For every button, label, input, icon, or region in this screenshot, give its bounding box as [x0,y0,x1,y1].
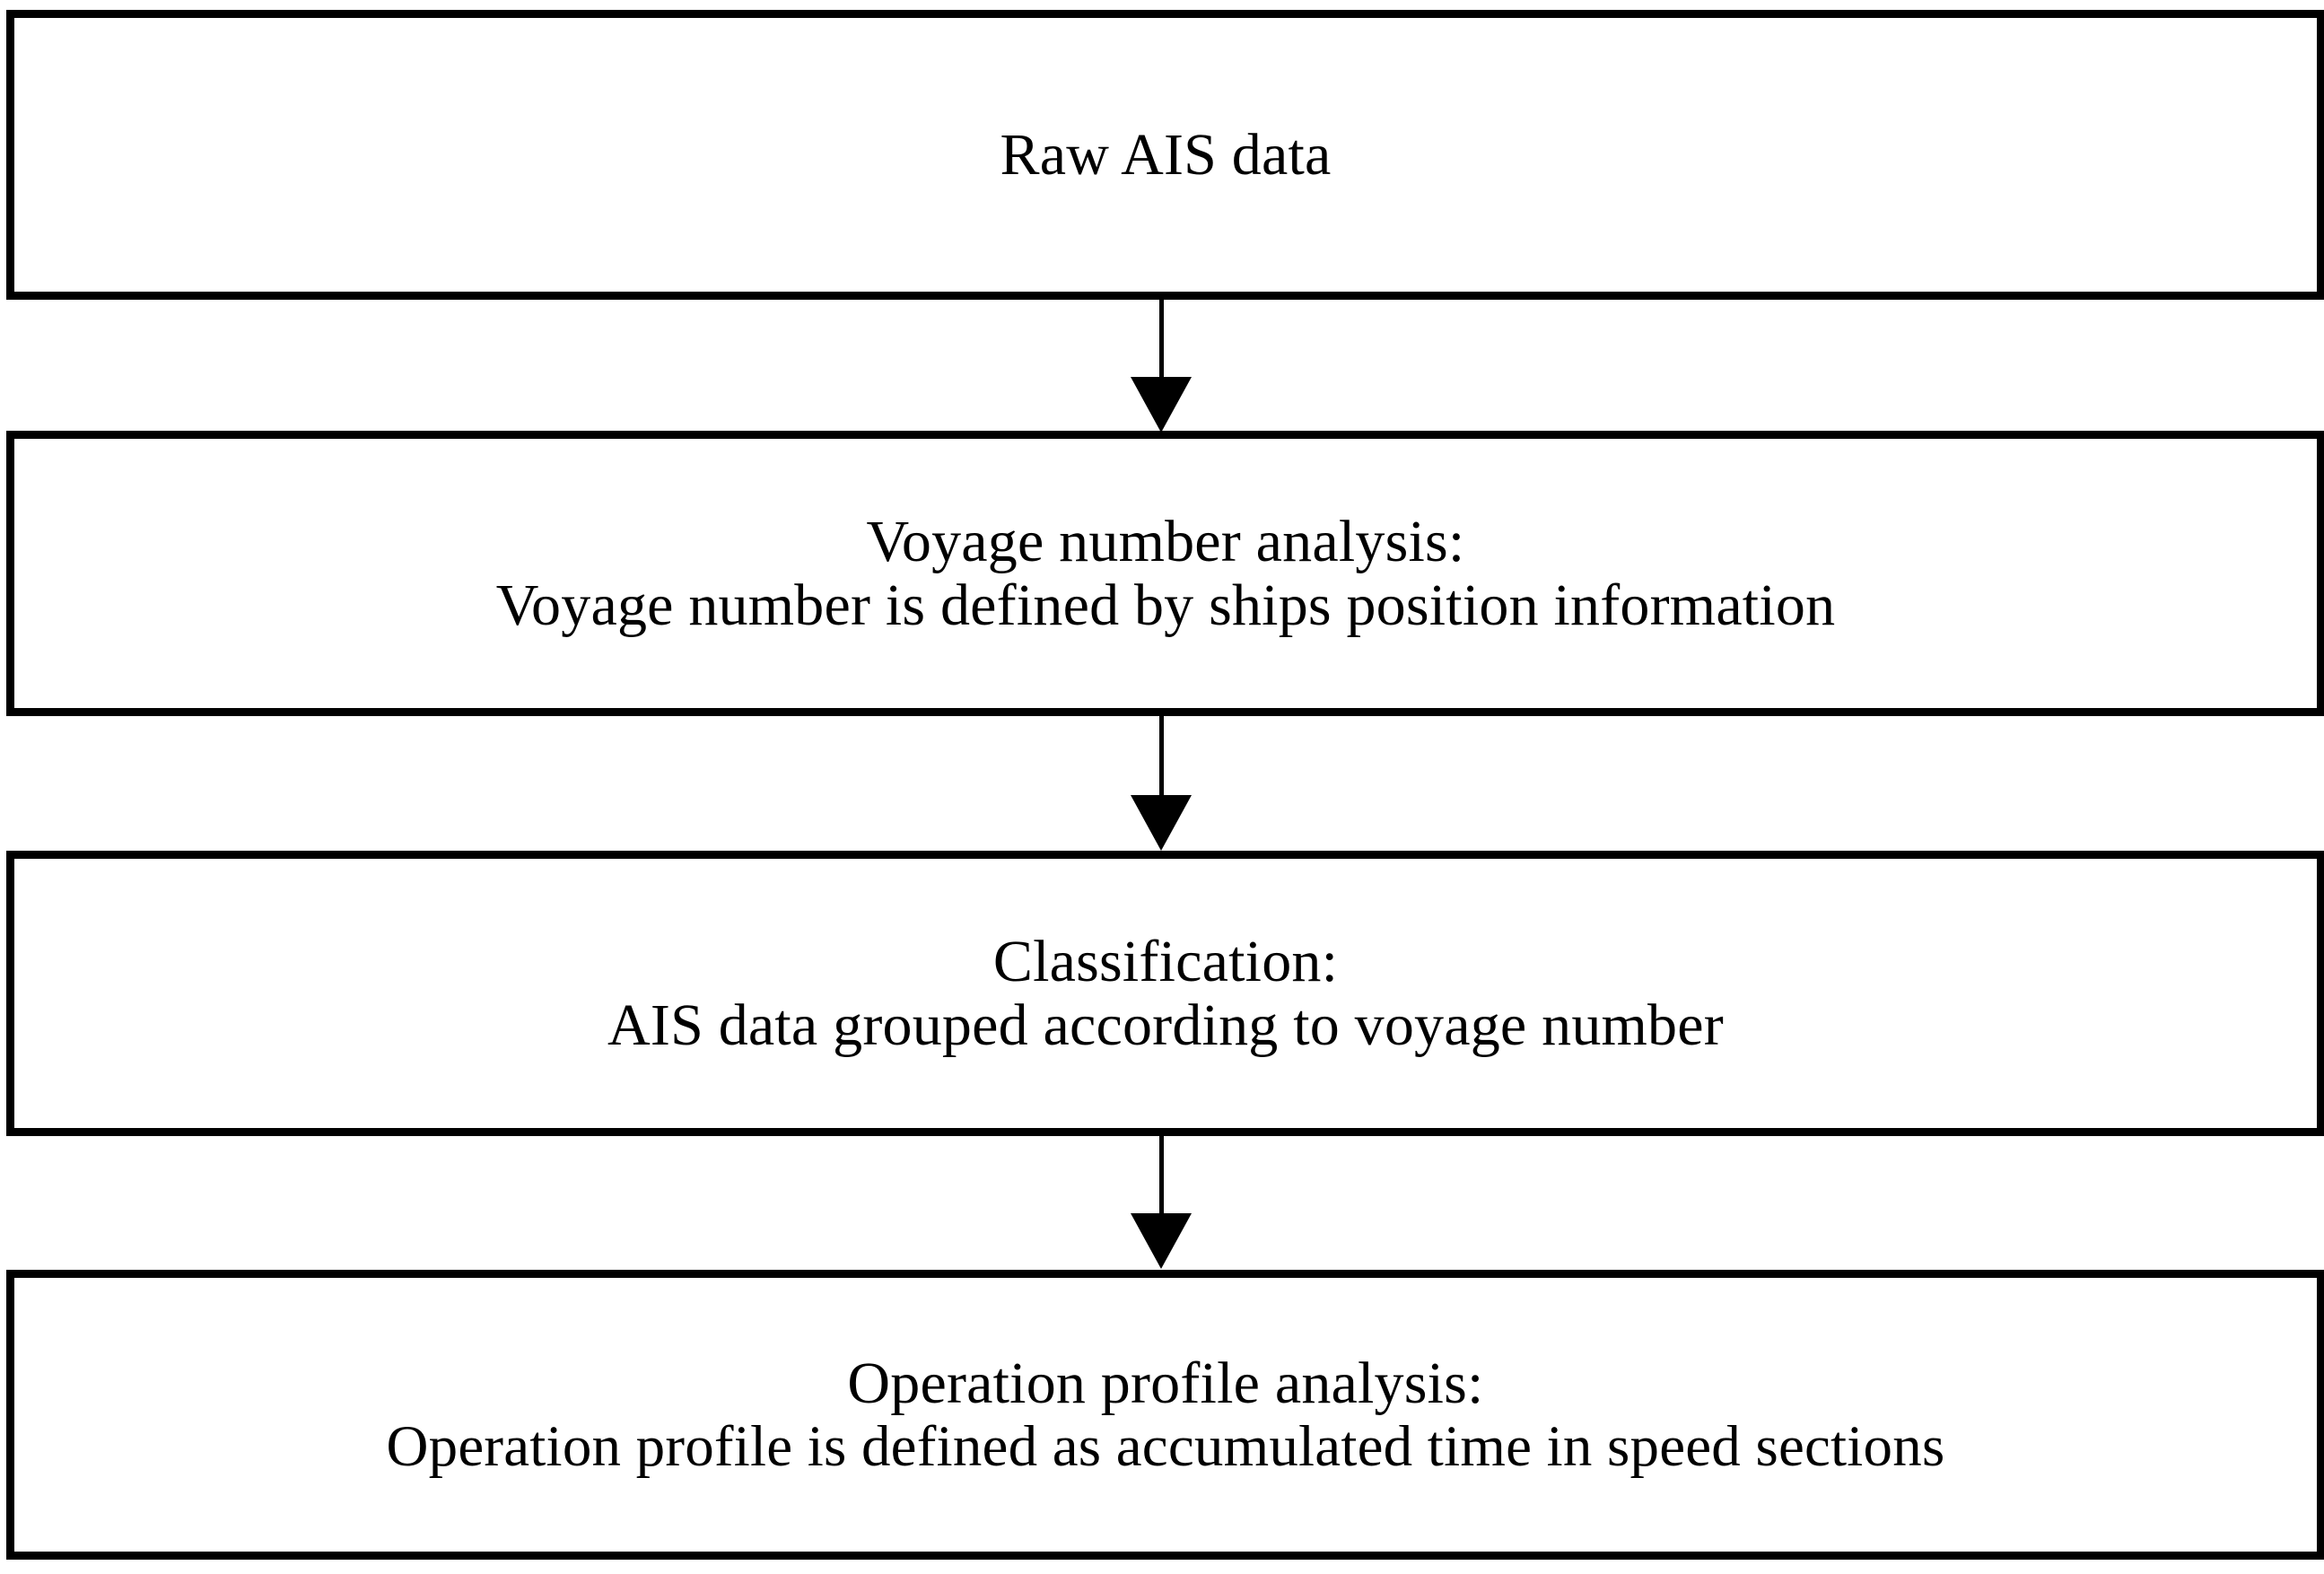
node-voyage-number-analysis-line-1: Voyage number analysis: [866,508,1465,574]
flowchart-node-classification: Classification: AIS data grouped accordi… [6,851,2324,1136]
arrow-shaft [1159,1128,1164,1218]
arrow-head-down-icon [1131,1213,1192,1269]
flowchart-node-raw-ais-data: Raw AIS data [6,10,2324,300]
flowchart-node-operation-profile-analysis: Operation profile analysis: Operation pr… [6,1270,2324,1560]
arrow-shaft [1159,292,1164,381]
flowchart-arrow-raw-ais-data-to-voyage-number-analysis [1131,292,1192,433]
node-classification-line-2: AIS data grouped according to voyage num… [607,992,1724,1058]
arrow-head-down-icon [1131,795,1192,851]
node-voyage-number-analysis-line-2: Voyage number is defined by ships positi… [495,573,1836,638]
arrow-shaft [1159,708,1164,800]
flowchart-arrow-classification-to-operation-profile-analysis [1131,1128,1192,1272]
node-classification-line-1: Classification: [992,928,1339,994]
node-raw-ais-data-line-1: Raw AIS data [1000,121,1332,188]
flowchart-node-voyage-number-analysis: Voyage number analysis: Voyage number is… [6,431,2324,716]
node-operation-profile-analysis-line-2: Operation profile is defined as accumula… [386,1414,1945,1480]
arrow-head-down-icon [1131,377,1192,433]
flowchart-arrow-voyage-number-analysis-to-classification [1131,708,1192,853]
node-operation-profile-analysis-line-1: Operation profile analysis: [847,1350,1484,1416]
